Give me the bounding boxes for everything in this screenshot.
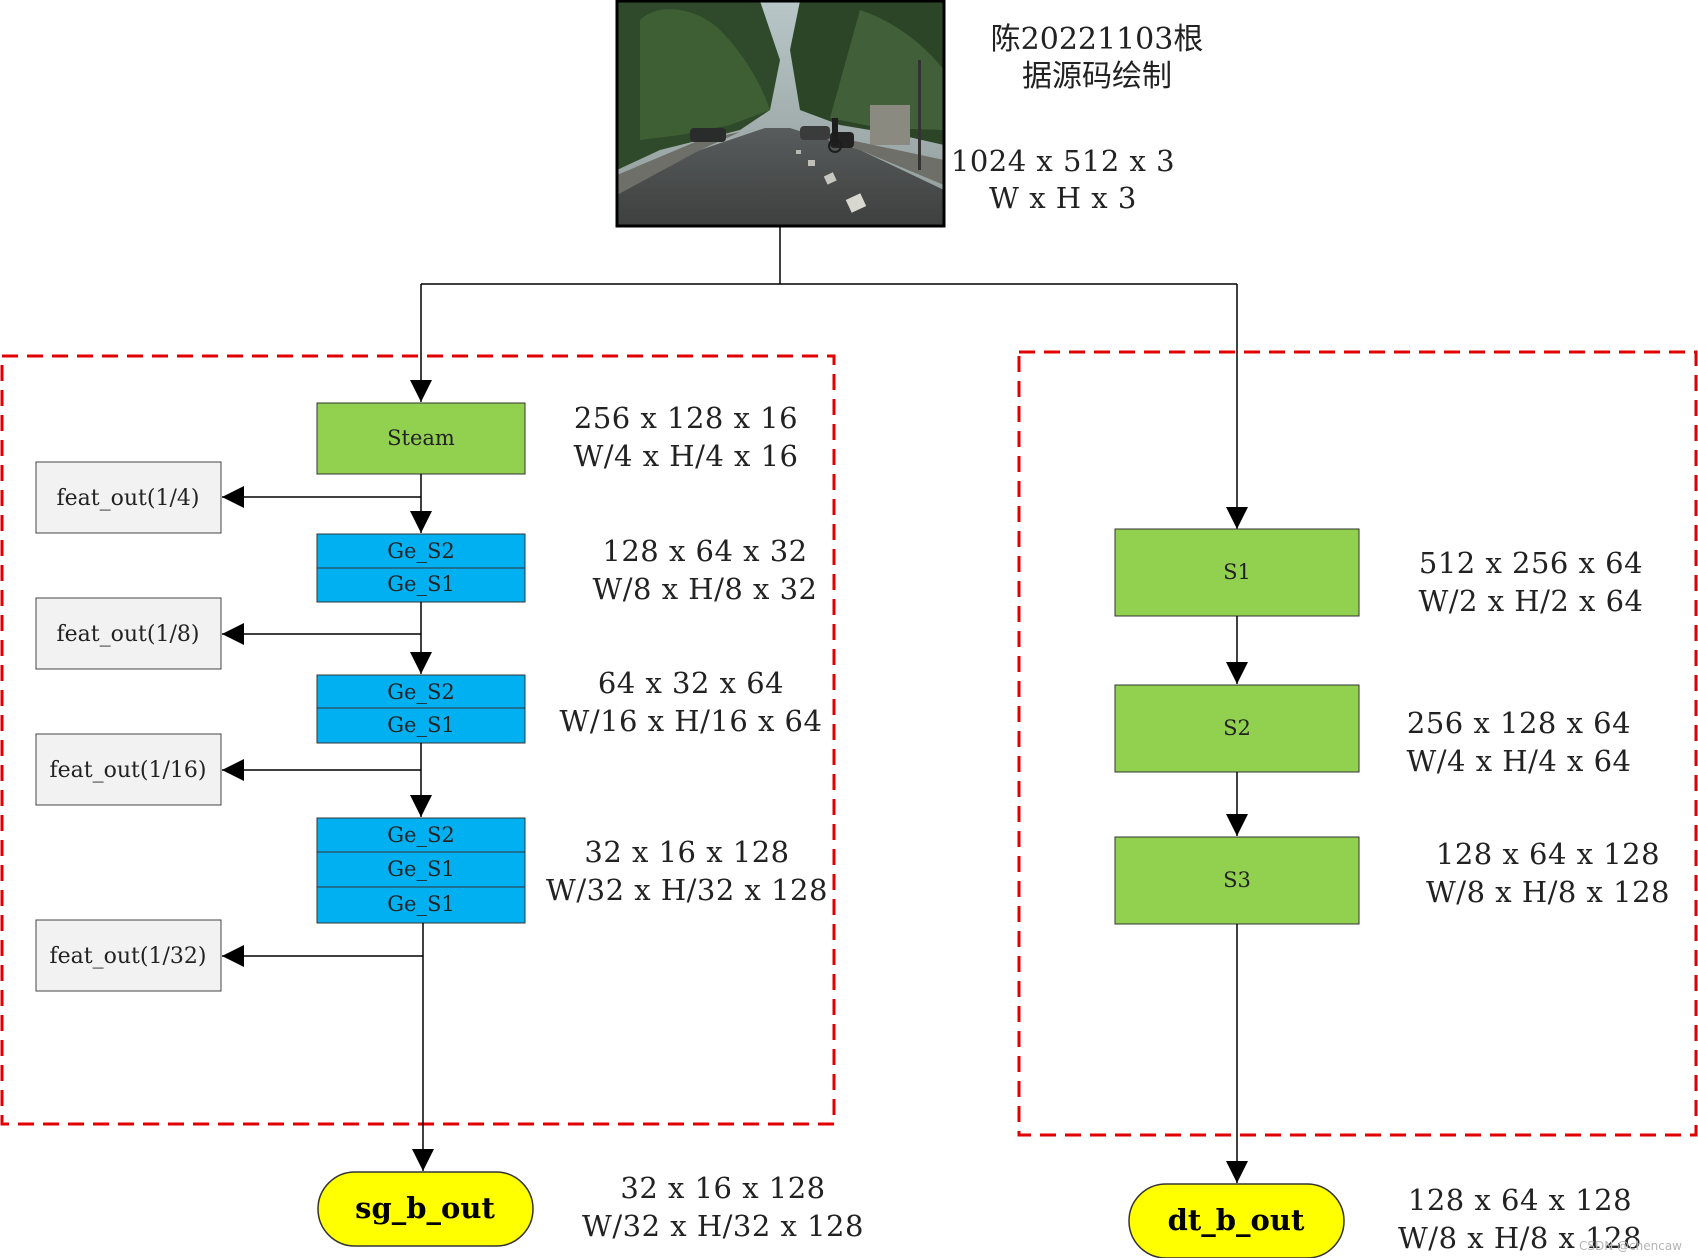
s3-label: S3 <box>1223 868 1251 892</box>
steam-dims: 256 x 128 x 16 <box>574 401 798 435</box>
feat-out-label-2: feat_out(1/8) <box>57 622 200 647</box>
ge-block-1-label-1: Ge_S2 <box>387 539 454 563</box>
feat-out-label-4: feat_out(1/32) <box>50 944 207 969</box>
s2-dims-symbolic: W/4 x H/4 x 64 <box>1406 744 1631 778</box>
ge-block-2-label-2: Ge_S1 <box>387 713 454 737</box>
ge-block-1-dims-symbolic: W/8 x H/8 x 32 <box>592 572 817 606</box>
sg-b-out-dims-symbolic: W/32 x H/32 x 128 <box>582 1209 864 1243</box>
feat-out-label-1: feat_out(1/4) <box>57 486 200 511</box>
feat-out-label-3: feat_out(1/16) <box>50 758 207 783</box>
ge-block-1-dims: 128 x 64 x 32 <box>602 534 807 568</box>
ge-block-3-label-2: Ge_S1 <box>387 857 454 881</box>
connector-ge-2 <box>222 743 421 817</box>
ge-block-3-dims: 32 x 16 x 128 <box>584 835 789 869</box>
input-connector <box>421 226 1237 529</box>
s3-dims: 128 x 64 x 128 <box>1436 837 1660 871</box>
s3-dims-symbolic: W/8 x H/8 x 128 <box>1426 875 1670 909</box>
sg-b-out-label: sg_b_out <box>355 1191 495 1225</box>
dt-b-out-node: dt_b_out <box>1129 1184 1344 1258</box>
sg-b-out-node: sg_b_out <box>318 1172 533 1246</box>
s1-block: S1 <box>1115 529 1359 616</box>
ge-block-3-dims-symbolic: W/32 x H/32 x 128 <box>546 873 828 907</box>
title-note-line-2: 据源码绘制 <box>1022 59 1172 94</box>
steam-block: Steam <box>317 403 525 474</box>
input-dims: 1024 x 512 x 3 <box>951 144 1175 178</box>
input-dims-symbolic: W x H x 3 <box>989 181 1137 215</box>
dt-b-out-label: dt_b_out <box>1168 1203 1305 1237</box>
steam-label: Steam <box>387 426 455 450</box>
s3-block: S3 <box>1115 837 1359 924</box>
ge-block-3-label-1: Ge_S2 <box>387 823 454 847</box>
ge-block-2: Ge_S2 Ge_S1 <box>317 675 525 743</box>
ge-block-2-dims: 64 x 32 x 64 <box>598 666 784 700</box>
s2-label: S2 <box>1223 716 1251 740</box>
ge-block-1: Ge_S2 Ge_S1 <box>317 534 525 602</box>
ge-block-1-label-2: Ge_S1 <box>387 572 454 596</box>
ge-block-2-dims-symbolic: W/16 x H/16 x 64 <box>560 704 823 738</box>
s1-label: S1 <box>1223 560 1251 584</box>
dt-b-out-dims: 128 x 64 x 128 <box>1408 1183 1632 1217</box>
watermark: CSDN @chencaw <box>1579 1239 1682 1253</box>
s2-dims: 256 x 128 x 64 <box>1407 706 1631 740</box>
s2-block: S2 <box>1115 685 1359 772</box>
ge-block-3: Ge_S2 Ge_S1 Ge_S1 <box>317 818 525 923</box>
title-note-line-1: 陈20221103根 <box>991 22 1204 57</box>
connector-steam <box>222 474 421 533</box>
sg-b-out-dims: 32 x 16 x 128 <box>620 1171 825 1205</box>
steam-dims-symbolic: W/4 x H/4 x 16 <box>573 439 798 473</box>
connector-ge-3 <box>222 923 423 1171</box>
s1-dims-symbolic: W/2 x H/2 x 64 <box>1418 584 1643 618</box>
s1-dims: 512 x 256 x 64 <box>1419 546 1643 580</box>
ge-block-2-label-1: Ge_S2 <box>387 680 454 704</box>
ge-block-3-label-3: Ge_S1 <box>387 892 454 916</box>
input-image <box>617 1 944 226</box>
connector-ge-1 <box>222 602 421 674</box>
